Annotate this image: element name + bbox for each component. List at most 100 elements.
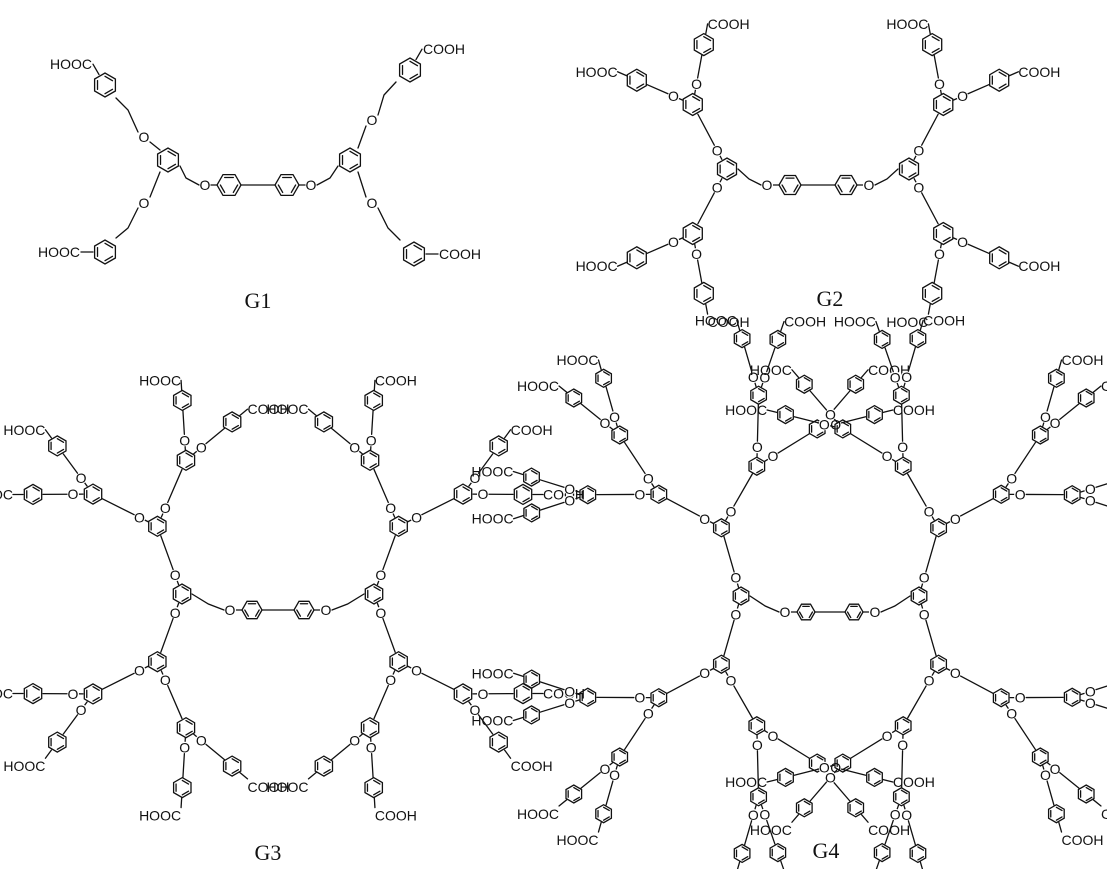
oxygen-atom: O <box>160 500 171 516</box>
bond <box>205 743 226 761</box>
double-bond <box>522 497 530 503</box>
oxygen-bg <box>195 441 208 454</box>
oxygen-bg <box>366 114 378 126</box>
bond <box>921 192 939 225</box>
double-bond <box>777 342 785 347</box>
double-bond <box>931 47 940 54</box>
double-bond <box>231 414 240 419</box>
double-bond <box>777 332 785 337</box>
double-bond <box>846 611 852 619</box>
oxygen-bg <box>1084 483 1097 496</box>
double-bond <box>290 184 297 194</box>
bond <box>62 714 79 735</box>
double-bond <box>741 331 749 336</box>
double-bond <box>369 463 377 469</box>
oxygen-atom: O <box>1085 695 1096 711</box>
double-bond <box>373 392 381 398</box>
oxygen-bg <box>348 734 361 747</box>
carboxylic-acid-right: COOH <box>784 313 826 329</box>
bond <box>697 192 715 225</box>
oxygen-atom: O <box>200 177 211 193</box>
double-bond <box>784 417 792 422</box>
benzene-ring <box>873 329 891 350</box>
oxygen-atom: O <box>890 807 901 823</box>
oxygen-bg <box>724 674 737 687</box>
oxygen-atom: O <box>139 195 150 211</box>
benzene-ring <box>489 435 508 457</box>
bond <box>967 83 990 95</box>
benzene-ring <box>611 747 629 767</box>
oxygen-bg <box>690 248 703 261</box>
oxygen-atom: O <box>160 672 171 688</box>
oxygen-bg <box>889 808 902 821</box>
double-bond <box>531 671 538 677</box>
carboxylic-acid-left: HOOC <box>750 362 792 378</box>
double-bond <box>306 609 312 617</box>
bond <box>539 479 565 488</box>
oxygen-bg <box>642 707 655 720</box>
bond <box>743 346 753 372</box>
benzene-ring <box>733 328 751 349</box>
double-bond <box>462 696 470 702</box>
double-bond <box>462 686 470 691</box>
double-bond <box>244 609 250 617</box>
bond <box>623 717 646 751</box>
oxygen-atom: O <box>411 663 422 679</box>
double-bond <box>1071 487 1079 493</box>
double-bond <box>231 424 240 430</box>
double-bond <box>784 770 792 775</box>
benzene-ring <box>222 755 242 777</box>
double-bond <box>931 296 940 303</box>
oxygen-atom: O <box>411 509 422 525</box>
oxygen-atom: O <box>924 673 935 689</box>
oxygen-bg <box>305 179 317 191</box>
oxygen-atom: O <box>864 177 875 193</box>
oxygen-bg <box>667 235 680 248</box>
double-bond <box>784 407 792 413</box>
dendrimer-g3-structure: OOOOCOOHOHOOCOOHOOCOHOOCOOOHOOCOHOOCOOHO… <box>0 372 585 823</box>
benzene-ring <box>48 435 67 457</box>
carboxylic-acid-right: COOH <box>423 41 465 57</box>
double-bond <box>918 598 926 604</box>
bond <box>167 468 183 504</box>
benzene-ring <box>93 239 117 265</box>
carboxylic-acid-left: HOOC <box>471 463 513 479</box>
benzene-ring <box>922 32 943 57</box>
bond <box>1095 501 1107 507</box>
double-bond <box>181 586 189 592</box>
oxygen-atom: O <box>1040 409 1051 425</box>
bond <box>44 429 53 439</box>
benzene-ring <box>795 374 813 394</box>
double-bond <box>231 758 240 764</box>
oxygen-atom: O <box>478 686 489 702</box>
benzene-ring <box>1031 425 1049 445</box>
double-bond <box>881 342 889 347</box>
oxygen-atom: O <box>564 695 575 711</box>
bond <box>1014 441 1037 475</box>
double-bond <box>1000 690 1008 696</box>
double-bond <box>942 107 951 114</box>
oxygen-bg <box>224 604 236 616</box>
oxygen-bg <box>410 511 423 524</box>
oxygen-atom: O <box>759 807 770 823</box>
double-bond <box>185 730 193 736</box>
double-bond <box>1071 699 1079 705</box>
carboxylic-acid-right: COOH <box>248 401 290 417</box>
benzene-ring <box>732 586 750 606</box>
benzene-ring <box>222 411 242 433</box>
double-bond <box>881 332 889 337</box>
bond <box>925 619 937 657</box>
benzene-ring <box>1047 368 1065 389</box>
oxygen-bg <box>384 501 397 514</box>
oxygen-bg <box>818 418 831 431</box>
bond <box>743 820 753 846</box>
double-bond <box>156 518 165 524</box>
bond <box>736 861 741 869</box>
double-bond <box>530 470 538 475</box>
oxygen-atom: O <box>170 567 181 583</box>
oxygen-atom: O <box>469 470 480 486</box>
bond <box>766 409 778 414</box>
double-bond <box>900 799 908 804</box>
oxygen-bg <box>1039 410 1052 423</box>
bond-chain <box>115 97 139 133</box>
